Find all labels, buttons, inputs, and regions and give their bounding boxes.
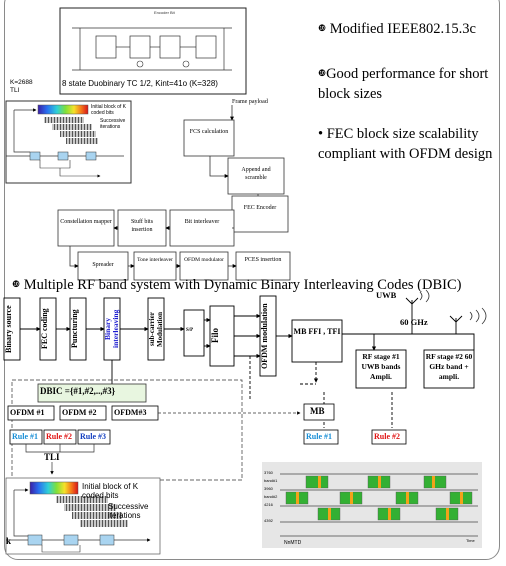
rule2b-box xyxy=(371,429,407,445)
mb-box xyxy=(303,403,335,421)
bullet-dbic: ❿ Multiple RF band system with Dynamic B… xyxy=(12,276,502,295)
dbic-box xyxy=(37,383,147,403)
band-label-1: 3760 xyxy=(264,470,273,475)
successive-label: Successive iterations xyxy=(100,118,126,130)
append-block xyxy=(227,157,285,195)
slide-frame xyxy=(4,0,500,560)
binary-interleaving-label: Binary interleaving xyxy=(103,309,120,349)
fec-label: FEC Encoder xyxy=(243,205,277,211)
ofdm2-label: OFDM #2 xyxy=(62,408,97,417)
filo-label: Filo xyxy=(210,328,220,344)
band-name-1: band#1 xyxy=(264,478,278,483)
bullet-performance: ❿Good performance for short block sizes xyxy=(318,64,504,104)
bullet-fec: • FEC block size scalability compliant w… xyxy=(318,124,506,164)
rule2-label: Rule #2 xyxy=(46,432,72,441)
dbic-label: DBIC ={#1,#2,..,#3} xyxy=(40,386,116,396)
bullet-icon: ❿ xyxy=(318,69,327,79)
constellation-label: Constellation mapper xyxy=(60,219,112,225)
initial-block-label: Initial block of K coded bits xyxy=(91,104,127,116)
binary-source-label: Binary source xyxy=(4,305,13,353)
spreader-label: Spreader xyxy=(92,262,114,268)
sp-label: S/P xyxy=(186,328,194,333)
rule3-label: Rule #3 xyxy=(80,432,106,441)
pces-block xyxy=(235,251,291,281)
ofdm-modulation-label: OFDM modulation xyxy=(260,303,269,369)
rf1-label: RF stage #1 UWB bands Ampli. xyxy=(361,352,401,381)
pces-label: PCES insertion xyxy=(244,257,282,263)
ofdm2-box xyxy=(59,405,107,421)
mb-ffi-label: MB FFI , TFI xyxy=(293,327,341,336)
band-label-3: 4216 xyxy=(264,502,273,507)
fec-block xyxy=(231,195,289,233)
spreader-block xyxy=(77,251,129,281)
rf1-block xyxy=(355,349,407,389)
top-interleaver-illustration xyxy=(5,100,132,184)
rule1-label: Rule #1 xyxy=(12,432,38,441)
ofdm-modulator-block xyxy=(179,251,229,281)
mtd-label: NnMTD xyxy=(284,540,302,546)
bullet-icon: • xyxy=(318,126,324,142)
constellation-block xyxy=(57,209,115,247)
bullet-icon: ❿ xyxy=(318,24,327,34)
trellis-caption: 8 state Duobinary TC 1/2, Kint=41o (K=32… xyxy=(62,79,218,88)
initial-block-bottom-label: Initial block of K coded bits xyxy=(82,482,139,500)
stuff-label: Stuff bits insertion xyxy=(130,219,154,233)
ieee-block-flow xyxy=(57,105,291,281)
fec-coding-label: FEC coding xyxy=(40,308,49,350)
rule2b-label: Rule #2 xyxy=(374,432,400,441)
successive-bottom-label: Successive iterations xyxy=(108,502,149,520)
fcs-block xyxy=(183,119,235,157)
tli-label: TLI xyxy=(10,87,20,94)
frame-payload-label: Frame payload xyxy=(232,99,268,105)
bottom-interleaver-illustration xyxy=(5,477,161,555)
trellis-top-label: Encoder Bit xyxy=(154,10,175,15)
bullet-text: Multiple RF band system with Dynamic Bin… xyxy=(23,277,462,293)
ghz60-label: 60 GHz xyxy=(400,317,428,327)
band-label-4: 4392 xyxy=(264,518,273,523)
subcarrier-mod-label: sub-carrier Modulation xyxy=(148,311,164,347)
k-bottom-label: k xyxy=(6,536,12,546)
tone-interleaver-label: Tone interleaver xyxy=(137,257,173,263)
time-frequency-grid xyxy=(262,462,482,548)
fcs-label: FCS calculation xyxy=(189,129,229,135)
bullet-text: FEC block size scalability compliant wit… xyxy=(318,126,493,162)
append-label: Append and scramble xyxy=(241,167,271,181)
ofdm1-label: OFDM #1 xyxy=(10,408,45,417)
tone-interleaver-block xyxy=(133,251,177,281)
band-name-2: band#2 xyxy=(264,494,278,499)
dbic-chain xyxy=(3,295,475,428)
sp-block xyxy=(183,309,205,357)
rule1b-label: Rule #1 xyxy=(306,432,332,441)
mb-ffi-block xyxy=(291,319,343,363)
rf2-block xyxy=(423,349,475,389)
radio-waves xyxy=(419,289,487,325)
band-label-2: 3960 xyxy=(264,486,273,491)
ofdm-modulator-label: OFDM modulator xyxy=(184,257,224,263)
bullet-text: Good performance for short block sizes xyxy=(318,66,489,102)
mb-label: MB xyxy=(310,406,325,416)
trellis-encoder-diagram xyxy=(59,7,247,95)
bit-interleaver-block xyxy=(169,209,235,247)
puncturing-label: Puncturing xyxy=(70,309,79,349)
bit-interleaver-label: Bit interleaver xyxy=(184,219,220,225)
ofdm3-label: OFDM#3 xyxy=(114,408,147,417)
rf2-label: RF stage #2 60 GHz band + ampli. xyxy=(425,352,473,381)
time-label: Time xyxy=(466,538,475,543)
bullet-text: Modified IEEE802.15.3c xyxy=(329,21,476,37)
rule1b-box xyxy=(303,429,339,445)
uwb-label: UWB xyxy=(376,290,397,300)
ofdm1-box xyxy=(7,405,55,421)
bullet-ieee: ❿ Modified IEEE802.15.3c xyxy=(318,21,476,38)
k-label: K=2688 xyxy=(10,79,33,86)
tli-bottom-label: TLI xyxy=(44,452,60,462)
bullet-icon: ❿ xyxy=(12,280,21,290)
